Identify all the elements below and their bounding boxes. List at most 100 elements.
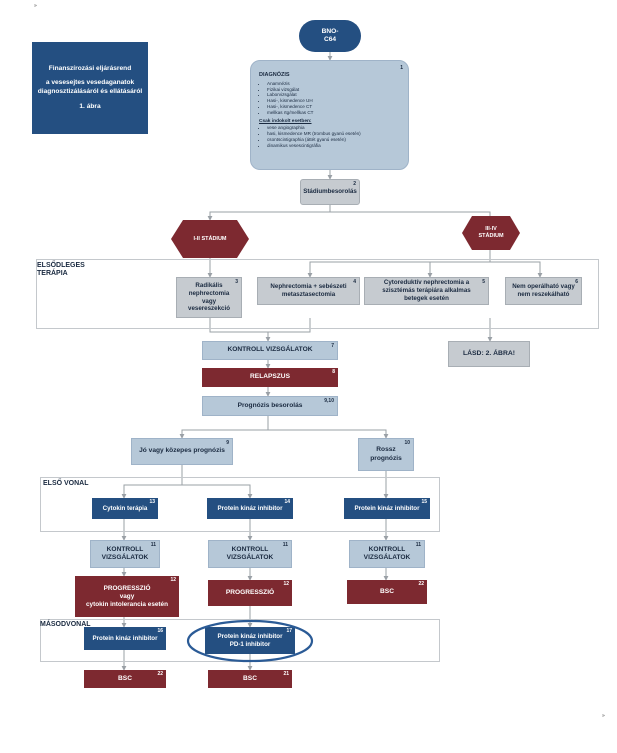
nephrectomy-metastasectomy-box: Nephrectomia + sebészeti metasztasectomi…	[257, 277, 360, 305]
first-line-pki-label: Protein kináz inhibitor	[217, 504, 283, 512]
diagnosis-item: Hasi-, kismedence CT	[267, 104, 400, 110]
second-line-pki-label: Protein kináz inhibitor	[92, 634, 158, 642]
diagnosis-sub-item: csontscintigraphia (áttét gyanú esetén)	[267, 137, 400, 143]
cytokine-therapy-label: Cytokin terápia	[102, 504, 148, 512]
box-number: 11	[282, 542, 288, 548]
title-line-2: a vesesejtes vesedaganatok diagnosztizál…	[37, 79, 143, 95]
first-line-label: ELSŐ VONAL	[43, 480, 89, 487]
radical-nephrectomy-box: Radikális nephrectomia vagy vesereszekci…	[176, 277, 242, 318]
box-number: 15	[421, 499, 427, 505]
corner-mark-bottom: »	[602, 713, 605, 719]
cytoreductive-nephrectomy-box: Cytoreduktív nephrectomia a szisztémás t…	[364, 277, 489, 305]
diagnosis-subtitle: Csak indokolt esetben:	[259, 119, 312, 125]
progression-box: PROGRESSZIÓ 12	[208, 580, 292, 606]
staging-box: Stádiumbesorolás 2	[300, 179, 360, 205]
diagnosis-sub-item: hasi, kismedence MR (trombus gyanú eseté…	[267, 131, 400, 137]
control-examinations-label: KONTROLL VIZSGÁLATOK	[227, 346, 313, 354]
box-number: 12	[283, 581, 289, 587]
box-number: 16	[157, 628, 163, 634]
title-figure-number: 1. ábra	[79, 102, 101, 110]
control-label: KONTROLL VIZSGÁLATOK	[363, 545, 411, 561]
non-operable-box: Nem operálható vagy nem reszekálható 6	[505, 277, 582, 305]
bsc-label: BSC	[118, 674, 132, 682]
diagnosis-list: Anamnézis Fizikai vizsgálat Laborvizsgál…	[259, 81, 400, 115]
progression-line-2: vagy	[119, 592, 135, 600]
hexagon-shape	[462, 216, 520, 250]
box-number: 22	[418, 581, 424, 587]
relapse-box: RELAPSZUS 8	[202, 368, 338, 387]
stage-i-ii-hexagon: I-II STÁDIUM	[171, 220, 249, 258]
bsc-label: BSC	[380, 587, 394, 595]
poor-prognosis-label: Rossz prognózis	[370, 446, 402, 462]
first-line-section	[40, 477, 440, 532]
box-number: 11	[150, 542, 156, 548]
stage-iii-iv-line-2: STÁDIUM	[478, 233, 504, 239]
start-line-1: BNO-	[321, 27, 339, 35]
pki-pd1-line-1: Protein kináz inhibitor	[217, 632, 283, 640]
primary-therapy-label-line-1: ELSŐDLEGES	[37, 262, 85, 269]
primary-therapy-label-line-2: TERÁPIA	[37, 270, 68, 278]
hexagon-shape	[171, 220, 249, 258]
box-number: 12	[170, 577, 176, 583]
diagnosis-sub-item: vese angiographia	[267, 125, 400, 131]
good-prognosis-label: Jó vagy közepes prognózis	[139, 447, 225, 455]
bsc-box-poor: BSC 22	[347, 580, 427, 604]
see-figure-2-box: LÁSD: 2. ÁBRA!	[448, 341, 530, 367]
diagnosis-box: 1 DIAGNÓZIS Anamnézis Fizikai vizsgálat …	[250, 60, 409, 170]
diagnosis-item: Laborvizsgálat	[267, 92, 400, 98]
diagnosis-item: mellkas rtg/mellkas CT	[267, 110, 400, 116]
cytoreductive-nephrectomy-label: Cytoreduktív nephrectomia a szisztémás t…	[382, 279, 471, 302]
primary-therapy-section	[36, 259, 599, 329]
second-line-label: MÁSODVONAL	[40, 621, 91, 628]
box-number: 9,10	[324, 398, 334, 404]
highlight-ellipse	[186, 619, 314, 663]
box-number: 22	[157, 671, 163, 677]
control-box-poor: KONTROLL VIZSGÁLATOK 11	[349, 540, 425, 568]
primary-therapy-label: ELSŐDLEGES TERÁPIA	[37, 262, 85, 278]
start-node-bno-c64: BNO- C64	[299, 20, 361, 52]
diagnosis-sub-item: dinamikus vesescintigráfia	[267, 143, 400, 149]
bsc-box-second-line: BSC 22	[84, 670, 166, 688]
start-line-2: C64	[323, 36, 337, 43]
control-examinations-box: KONTROLL VIZSGÁLATOK 7	[202, 341, 338, 360]
progression-label: PROGRESSZIÓ	[225, 588, 275, 596]
box-number: 21	[283, 671, 289, 677]
box-number: 8	[332, 369, 335, 375]
control-label: KONTROLL VIZSGÁLATOK	[101, 545, 149, 561]
prognosis-classification-box: Prognózis besorolás 9,10	[202, 396, 338, 416]
cytokine-therapy-box: Cytokin terápia 13	[92, 498, 158, 519]
pki-pd1-line-2: PD-1 inhibitor	[229, 640, 271, 648]
box-number: 3	[235, 279, 238, 285]
box-number: 10	[404, 440, 410, 446]
progression-line-3: cytokin intolerancia esetén	[85, 600, 169, 608]
first-line-pki-box: Protein kináz inhibitor 14	[207, 498, 293, 519]
box-number: 4	[353, 279, 356, 285]
progression-or-intolerance-box: PROGRESSZIÓ vagy cytokin intolerancia es…	[75, 576, 179, 617]
box-number: 9	[226, 440, 229, 446]
corner-mark-top: »	[34, 3, 37, 9]
prognosis-classification-label: Prognózis besorolás	[237, 401, 303, 409]
good-prognosis-box: Jó vagy közepes prognózis 9	[131, 438, 233, 465]
diagnosis-item: Hasi-, kismedence UH	[267, 98, 400, 104]
bsc-box-pd1: BSC 21	[208, 670, 292, 688]
staging-label: Stádiumbesorolás	[303, 188, 357, 196]
stage-iii-iv-hexagon: III-IV STÁDIUM	[462, 216, 520, 250]
poor-prognosis-pki-label: Protein kináz inhibitor	[354, 504, 420, 512]
box-number: 13	[149, 499, 155, 505]
control-box-pki: KONTROLL VIZSGÁLATOK 11	[208, 540, 292, 568]
radical-nephrectomy-label: Radikális nephrectomia vagy vesereszekci…	[188, 282, 230, 313]
progression-line-1: PROGRESSZIÓ	[103, 584, 151, 592]
stage-iii-iv-label: III-IV STÁDIUM	[462, 216, 520, 250]
pki-pd1-inhibitor-box: Protein kináz inhibitor PD-1 inhibitor 1…	[205, 627, 295, 654]
second-line-pki-box: Protein kináz inhibitor 16	[84, 627, 166, 650]
box-number: 17	[286, 628, 292, 634]
diagnosis-sub-list: vese angiographia hasi, kismedence MR (t…	[259, 125, 400, 148]
staging-number: 2	[353, 181, 356, 187]
title-box: Finanszírozási eljárásrend a vesesejtes …	[32, 42, 148, 134]
poor-prognosis-box: Rossz prognózis 10	[358, 438, 414, 471]
diagnosis-title: DIAGNÓZIS	[259, 72, 290, 78]
diagnosis-item: Fizikai vizsgálat	[267, 87, 400, 93]
bsc-label: BSC	[243, 674, 257, 682]
box-number: 6	[575, 279, 578, 285]
diagnosis-item: Anamnézis	[267, 81, 400, 87]
